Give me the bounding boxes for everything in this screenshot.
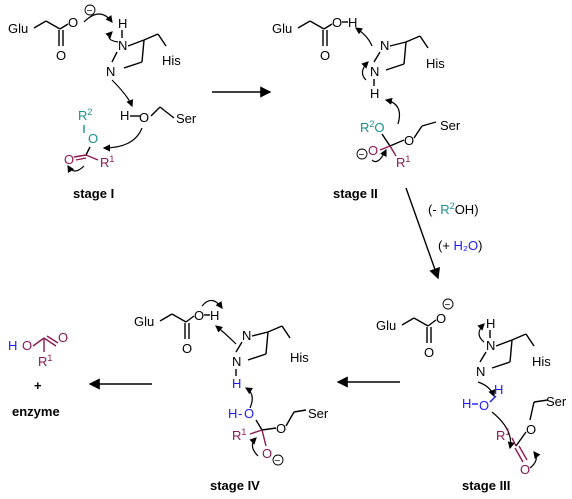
- glu-label: Glu: [8, 21, 28, 36]
- oxyanion-o: O: [262, 446, 272, 461]
- his-h: H: [486, 316, 495, 331]
- stage-2-structure: Glu O O H N N H His R2O O Ser O −: [272, 15, 461, 201]
- carbonyl-o: O: [424, 345, 434, 360]
- r1-label: R1: [232, 427, 246, 443]
- glu-label: Glu: [376, 318, 396, 333]
- his-label: His: [426, 56, 445, 71]
- charge-minus: −: [87, 6, 93, 17]
- ester-carbonyl-o: O: [520, 462, 530, 477]
- plus-sign: +: [34, 378, 42, 393]
- acid-h: H: [348, 15, 357, 30]
- carboxylic-o: O: [194, 308, 204, 323]
- oxyanion-o: O: [368, 143, 378, 158]
- r2-label: R2: [78, 107, 92, 123]
- charge-minus: −: [359, 150, 365, 161]
- his-n1: N: [242, 328, 251, 343]
- ser-h: H: [120, 108, 129, 123]
- his-n1: N: [486, 338, 495, 353]
- his-label: His: [532, 354, 551, 369]
- stage-2-label: stage II: [333, 186, 378, 201]
- ho-h: H: [228, 406, 237, 421]
- carboxylate-o: O: [436, 311, 446, 326]
- arrow-stage2-to-stage3: [405, 187, 440, 280]
- ser-o: O: [276, 421, 286, 436]
- acid-o: O: [22, 338, 32, 353]
- acid-h: H: [210, 308, 219, 323]
- ho-o: O: [244, 406, 254, 421]
- his-n2: N: [370, 64, 379, 79]
- his-h: H: [118, 16, 127, 31]
- acid-h: H: [8, 338, 17, 353]
- his-h: H: [370, 86, 379, 101]
- charge-minus: −: [275, 456, 281, 467]
- ser-label: Ser: [440, 118, 461, 133]
- glu-label: Glu: [272, 21, 292, 36]
- stage-3-structure: Glu O O − H N N His H H O Ser O R1: [376, 298, 567, 493]
- products: H O O R1 + enzyme: [8, 330, 68, 419]
- carboxylic-o: O: [332, 15, 342, 30]
- ser-o: O: [139, 110, 149, 125]
- r1-label: R1: [38, 353, 52, 369]
- ser-o: O: [404, 133, 414, 148]
- carboxylate-o: O: [68, 15, 78, 30]
- ser-label: Ser: [546, 394, 567, 409]
- stage-4-structure: Glu O O H N N H His H - O O Ser R1: [134, 299, 329, 493]
- his-label: His: [162, 53, 181, 68]
- ho-dash: -: [238, 406, 242, 421]
- stage-1-label: stage I: [73, 186, 114, 201]
- water-h1: H: [462, 396, 471, 411]
- carbonyl-o: O: [56, 48, 66, 63]
- r1-label: R1: [100, 154, 114, 170]
- water-h2: H: [494, 382, 503, 397]
- ester-o: O: [526, 422, 536, 437]
- his-h: H: [232, 376, 241, 391]
- stage-1-structure: Glu O O − H N N His H O Ser R2 O: [8, 4, 197, 201]
- carbonyl-o: O: [182, 341, 192, 356]
- carbonyl-o: O: [320, 48, 330, 63]
- acid-carbonyl-o: O: [58, 330, 68, 345]
- his-n2: N: [476, 364, 485, 379]
- ser-label: Ser: [308, 406, 329, 421]
- his-label: His: [290, 350, 309, 365]
- ester-o: O: [88, 131, 98, 146]
- enzyme-label: enzyme: [12, 404, 60, 419]
- r1-label: R1: [496, 427, 510, 443]
- stage-4-label: stage IV: [210, 478, 260, 493]
- r1-label: R1: [396, 154, 410, 170]
- ser-label: Ser: [176, 111, 197, 126]
- stage-3-label: stage III: [462, 478, 510, 493]
- his-n2: N: [232, 354, 241, 369]
- water-o: O: [479, 398, 489, 413]
- r2o-label: R2O: [360, 119, 385, 135]
- condition-remove: (- R2OH): [428, 201, 479, 217]
- charge-minus: −: [445, 300, 451, 311]
- his-n2: N: [106, 64, 115, 79]
- his-n1: N: [118, 38, 127, 53]
- condition-add: (+ H₂O): [438, 238, 482, 253]
- his-n1: N: [380, 38, 389, 53]
- ester-carbonyl-o: O: [64, 152, 74, 167]
- glu-label: Glu: [134, 314, 154, 329]
